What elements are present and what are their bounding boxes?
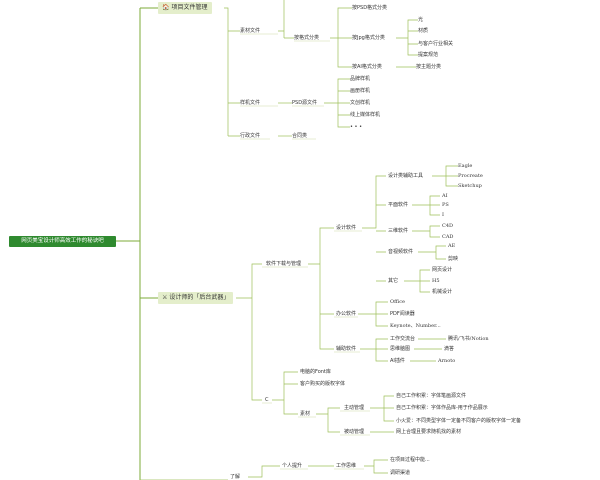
leaf-tool[interactable]: Eagle [458,163,473,169]
leaf-tool[interactable]: Office [390,299,406,305]
leaf-tool[interactable]: 网页设计 [432,267,453,273]
leaf-thinking-item[interactable]: 在项目过程中能... [390,457,430,463]
leaf-tool[interactable]: H5 [432,278,440,284]
leaf-tool[interactable]: PDF阅读器 [390,311,415,317]
house-icon: 🏠 [162,4,170,11]
leaf-tool[interactable]: I [442,212,444,218]
node-jpg-format[interactable]: 按Jpg格式分类 [352,35,385,41]
node-office-software[interactable]: 办公软件 [336,311,357,317]
leaf-tool[interactable]: Keynote、Number... [390,323,441,329]
node-psd-format[interactable]: 按PSD格式分类 [352,5,388,11]
node-3d-software[interactable]: 三维软件 [388,228,409,234]
node-materials[interactable]: 素材 [300,411,311,417]
leaf-mockup-item[interactable]: 线上媒体样机 [350,112,381,118]
leaf-tool[interactable]: Procreate [458,173,483,179]
node-assist-row[interactable]: AI插件 [390,358,405,364]
node-passive-mgmt[interactable]: 被动管理 [344,429,365,435]
node-contracts[interactable]: 合同类 [292,133,308,139]
node-assist-row[interactable]: 工作交流台 [390,336,416,342]
node-personal-growth[interactable]: 个人提升 [282,463,303,469]
node-c[interactable]: C [265,397,269,403]
leaf-font-item[interactable]: 电脑的Font库 [300,369,331,375]
leaf-mockup-more[interactable]: • • • [350,124,363,130]
leaf-material-item[interactable]: 自己工作积累：字体笔画源文件 [396,393,467,399]
node-assist-row[interactable]: 思维脑图 [390,346,411,352]
node-work-thinking[interactable]: 工作思维 [336,463,357,469]
leaf-tool[interactable]: PS [442,202,449,208]
leaf-material-item[interactable]: 小火爱：不同类型字体一定备不同客户的版权字体一定备 [396,418,522,424]
leaf-tool[interactable]: Arnoto [438,358,456,364]
leaf-thinking-item[interactable]: 调研渠道 [390,470,411,476]
node-by-theme[interactable]: 按主题分类 [416,64,442,70]
leaf-jpg-item[interactable]: 与客户行业相关 [418,41,454,47]
leaf-tool[interactable]: 剪映 [448,256,459,262]
node-graphic-software[interactable]: 平面软件 [388,202,409,208]
node-other-software[interactable]: 其它 [388,278,399,284]
leaf-material-item[interactable]: 网上合理且要求随机找的素材 [396,429,462,435]
leaf-tool[interactable]: Sketchup [458,183,482,189]
branch-label: 设计师的「后台武器」 [169,294,230,301]
leaf-tool[interactable]: C4D [442,223,454,229]
branch-label: 项目文件管理 [171,4,208,11]
node-psd-source[interactable]: PSD源文件 [292,100,318,106]
leaf-tool[interactable]: AE [448,243,456,249]
leaf-tool[interactable]: 滴答 [444,346,455,352]
node-av-software[interactable]: 音视频软件 [388,249,414,255]
root-node[interactable]: 网页美宝设计师高效工作的秘诀吧 [9,236,116,247]
leaf-tool[interactable]: CAD [442,234,454,240]
node-sucai-files[interactable]: 素材文件 [240,28,261,34]
leaf-font-item[interactable]: 客户购买的版权字体 [300,381,346,387]
leaf-jpg-item[interactable]: 材质 [418,28,429,34]
node-mockup-files[interactable]: 样机文件 [240,100,261,106]
leaf-mockup-item[interactable]: 画册样机 [350,88,371,94]
node-design-software[interactable]: 设计软件 [336,225,357,231]
leaf-mockup-item[interactable]: 品牌样机 [350,76,371,82]
branch-learn[interactable]: 了解 [230,474,241,480]
leaf-tool[interactable]: 机械设计 [432,289,453,295]
leaf-jpg-item[interactable]: 提案规范 [418,52,439,58]
node-admin-files[interactable]: 行政文件 [240,133,261,139]
leaf-tool[interactable]: 腾讯/飞书/Notion [448,336,489,342]
branch-project-files[interactable]: 🏠项目文件管理 [158,2,212,14]
leaf-tool[interactable]: AI [442,193,448,199]
node-software-mgmt[interactable]: 软件下载与管理 [266,261,302,267]
swords-icon: ⚔ [162,294,168,301]
node-ai-format[interactable]: 按AI格式分类 [352,64,382,70]
node-active-mgmt[interactable]: 主动管理 [344,405,365,411]
leaf-material-item[interactable]: 自己工作积累：字体作品库-用于作品展示 [396,405,488,411]
node-by-format[interactable]: 按格式分类 [294,35,320,41]
leaf-jpg-item[interactable]: 光 [418,17,424,23]
node-design-aux-tools[interactable]: 设计类辅助工具 [388,173,424,179]
node-assist-software[interactable]: 辅助软件 [336,346,357,352]
leaf-mockup-item[interactable]: 文创样机 [350,100,371,106]
branch-designer-arsenal[interactable]: ⚔设计师的「后台武器」 [158,292,234,304]
